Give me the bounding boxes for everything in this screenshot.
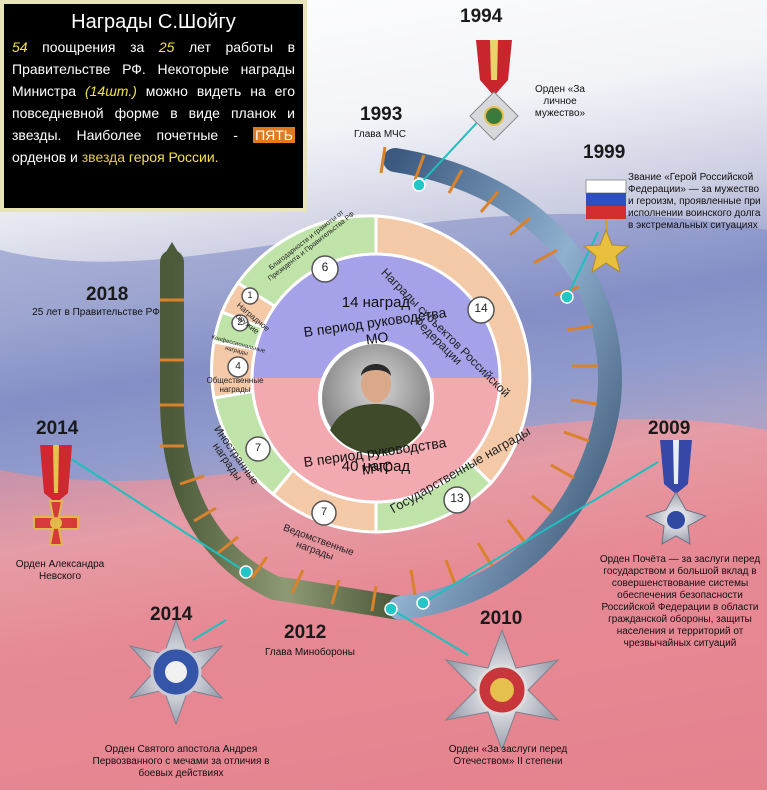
event-1999-label: Звание «Герой Российской Федерации» — за…: [628, 172, 761, 231]
connector-dots: [239, 178, 574, 616]
medal-hero-star: [582, 179, 630, 274]
segment-count-departmental: 7: [320, 506, 328, 518]
intro-box: Награды С.Шойгу 54 поощрения за 25 лет р…: [0, 0, 307, 212]
medal-personal-courage: [469, 40, 519, 141]
inner-disc-outline: [250, 252, 502, 504]
timeline-ticks: [160, 146, 598, 612]
event-2012-year: 2012: [284, 622, 327, 643]
event-2014-nevsky-year: 2014: [36, 418, 79, 439]
ring-chart: [210, 214, 532, 534]
event-2018-year: 2018: [86, 284, 129, 305]
portrait-hair: [361, 364, 391, 376]
segment-count-letters: 6: [321, 260, 329, 274]
items-on-uniform: (14шт.): [84, 83, 137, 99]
segment-count-subjects: 14: [474, 301, 488, 315]
intro-text-part: героя России.: [128, 149, 219, 165]
intro-text-part: поощрения за: [42, 39, 145, 55]
event-2018-label: 25 лет в Правительстве РФ: [32, 307, 160, 318]
segment-label-public: Общественные награды: [206, 376, 264, 394]
defense-period-count: 14 наград: [341, 294, 411, 311]
event-1994-label: Орден «За личное мужество»: [534, 84, 586, 119]
medal-merit-fatherland: [444, 628, 560, 752]
segment-count-confessional: 2: [237, 317, 243, 327]
medal-honour: [644, 440, 708, 545]
event-2014-nevsky-label: Орден Александра Невского: [15, 559, 105, 582]
event-1993-label: Глава МЧС: [354, 129, 406, 140]
event-1999-year: 1999: [583, 142, 626, 163]
emergency-period-count: 40 наград: [341, 458, 411, 475]
awards-total: 54: [12, 39, 28, 55]
intro-text-part: лет работы в Правительстве РФ. Некоторые…: [12, 39, 296, 99]
timeline-emergency-segment: [383, 148, 623, 620]
segment-count-weapon: 1: [247, 290, 253, 300]
event-1993-year: 1993: [360, 104, 403, 125]
intro-title: Награды С.Шойгу: [71, 11, 236, 33]
event-2014-andrew-label: Орден Святого апостола Андрея Первозванн…: [92, 744, 270, 779]
event-1994-year: 1994: [460, 6, 503, 27]
inner-disc-top: [252, 254, 500, 378]
event-2014-andrew-year: 2014: [150, 604, 193, 625]
portrait-uniform: [330, 404, 422, 455]
intro-text: 54 поощрения за 25 лет работы в Правител…: [12, 36, 295, 168]
event-2012-label: Глава Минобороны: [265, 647, 355, 658]
years-total: 25: [158, 39, 175, 55]
intro-text-part: орденов и: [12, 149, 78, 165]
star-highlight: звезда: [81, 149, 126, 165]
medal-alexander-nevsky: [33, 445, 79, 546]
timeline-defense-segment: [160, 250, 412, 620]
medal-st-andrew: [128, 618, 224, 726]
portrait-face: [361, 365, 391, 403]
intro-text-part: можно видеть на его повседневной форме в…: [12, 83, 296, 143]
segment-count-public: 4: [235, 361, 241, 372]
segment-count-foreign: 7: [254, 442, 262, 454]
event-2009-label: Орден Почёта — за заслуги перед государс…: [599, 554, 761, 649]
segment-count-state: 13: [450, 491, 464, 505]
five-highlight: ПЯТЬ: [253, 127, 295, 143]
event-2010-label: Орден «За заслуги перед Отечеством» II с…: [448, 744, 568, 767]
event-2010-year: 2010: [480, 608, 523, 629]
timeline-start-tip: [160, 242, 184, 262]
event-2009-year: 2009: [648, 418, 691, 439]
